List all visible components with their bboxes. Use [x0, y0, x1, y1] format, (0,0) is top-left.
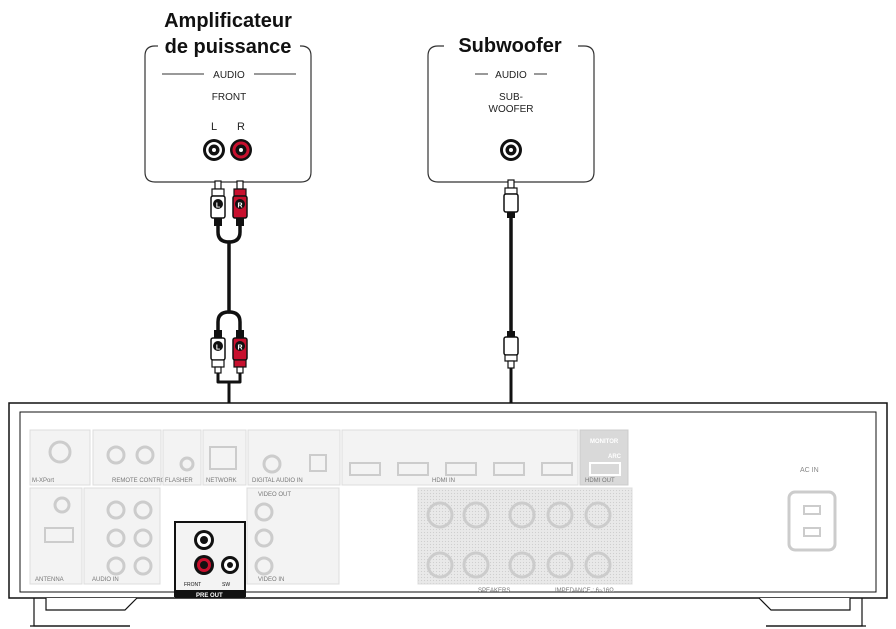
- amp-right-jack: [230, 139, 252, 161]
- speakers-label: SPEAKERS: [478, 588, 510, 594]
- sub-plug-lower: [503, 331, 519, 369]
- amp-cable-split-top: [216, 223, 242, 244]
- digital-audio-module: [247, 429, 341, 486]
- amp-title-line2: de puissance: [165, 36, 292, 58]
- flasher-label: FLASHER: [165, 478, 193, 484]
- sub-label-line2: WOOFER: [489, 104, 534, 115]
- receiver-rear-panel: M-XPort REMOTE CONTROL FLASHER NETWORK D…: [8, 402, 888, 627]
- digital-audio-label: DIGITAL AUDIO IN: [252, 478, 303, 484]
- pre-out-front-right-jack: [194, 555, 214, 575]
- amp-left-label: L: [211, 121, 217, 133]
- hdmi-monitor-label: MONITOR: [590, 439, 619, 445]
- pre-out-subwoofer-jack: [221, 556, 239, 574]
- video-module: [246, 487, 340, 585]
- amp-plug-right-letter: R: [237, 203, 242, 210]
- hdmi-out-label: HDMI OUT: [585, 478, 615, 484]
- remote-control-module: [92, 429, 162, 486]
- sub-label-line1: SUB-: [499, 92, 523, 103]
- amp-audio-label: AUDIO: [213, 70, 245, 81]
- pre-out-sw-label: SW: [222, 582, 230, 588]
- pre-out-label: PRE OUT: [196, 593, 223, 599]
- amp-box: [144, 45, 312, 183]
- amp-left-jack: [203, 139, 225, 161]
- amp-cable-split-bottom: [216, 310, 242, 334]
- amp-front-label: FRONT: [212, 92, 246, 103]
- video-in-label: VIDEO IN: [258, 577, 284, 583]
- mxport-module: [29, 429, 91, 486]
- network-label: NETWORK: [206, 478, 237, 484]
- receiver-plug-right-letter: R: [237, 345, 242, 352]
- ac-in-label: AC IN: [800, 467, 819, 474]
- receiver-plug-left-letter: L: [216, 345, 221, 352]
- audio-in-label: AUDIO IN: [92, 577, 119, 583]
- ac-in-socket: [787, 490, 837, 552]
- video-out-label: VIDEO OUT: [258, 492, 291, 498]
- sub-title: Subwoofer: [458, 35, 562, 57]
- receiver-plug-left: L: [210, 330, 226, 374]
- hdmi-in-module: [341, 429, 579, 486]
- mxport-label: M-XPort: [32, 478, 54, 484]
- amp-plug-left: L: [210, 180, 226, 226]
- amp-plug-left-letter: L: [216, 203, 221, 210]
- flasher-module: [162, 429, 202, 486]
- hdmi-arc-label: ARC: [608, 454, 622, 460]
- pre-out-front-left-jack: [194, 530, 214, 550]
- remote-control-label: REMOTE CONTROL: [112, 478, 169, 484]
- hdmi-in-label: HDMI IN: [432, 478, 455, 484]
- amp-right-label: R: [237, 121, 245, 133]
- receiver-foot-right: [758, 597, 851, 611]
- antenna-label: ANTENNA: [35, 577, 64, 583]
- amp-title-line1: Amplificateur: [164, 10, 292, 32]
- subwoofer: Subwoofer AUDIO SUB- WOOFER: [427, 35, 595, 183]
- sub-plug-upper: [503, 179, 519, 218]
- receiver-foot-left: [45, 597, 138, 611]
- receiver-plug-right: R: [232, 330, 248, 374]
- impedance-label: IMPEDANCE : 6~16Ω: [555, 588, 614, 594]
- power-amplifier: Amplificateur de puissance AUDIO FRONT L…: [144, 10, 312, 183]
- sub-jack: [500, 139, 522, 161]
- amp-plug-right: R: [232, 180, 248, 226]
- pre-out-front-label: FRONT: [184, 582, 201, 588]
- sub-audio-label: AUDIO: [495, 70, 527, 81]
